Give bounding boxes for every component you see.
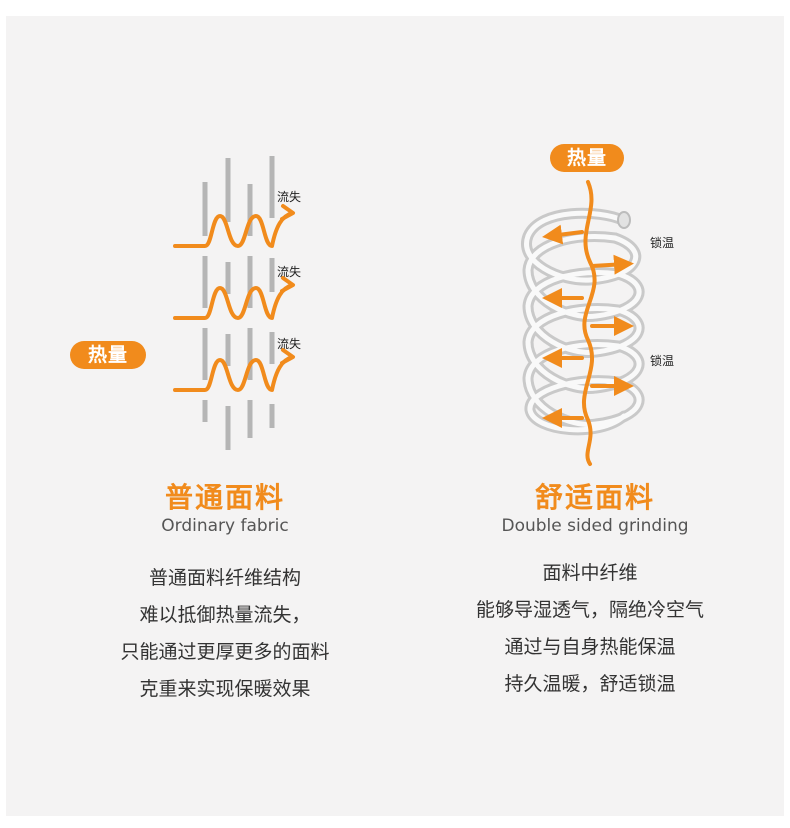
right-desc-line-3: 通过与自身热能保温 bbox=[504, 636, 676, 658]
heat-flow-arrows bbox=[173, 204, 295, 392]
left-subtitle: Ordinary fabric bbox=[161, 516, 289, 536]
right-desc-line-4: 持久温暖，舒适锁温 bbox=[504, 673, 676, 695]
fiber-strands bbox=[202, 156, 275, 450]
left-title: 普通面料 bbox=[164, 481, 285, 514]
loss-label-2: 流失 bbox=[277, 265, 302, 279]
right-title: 舒适面料 bbox=[534, 481, 655, 514]
heat-badge-left: 热量 bbox=[70, 341, 146, 369]
left-desc-line-1: 普通面料纤维结构 bbox=[148, 567, 301, 589]
loss-label-3: 流失 bbox=[277, 337, 302, 351]
right-subtitle: Double sided grinding bbox=[501, 516, 689, 536]
loss-label-1: 流失 bbox=[277, 190, 302, 204]
right-desc-line-1: 面料中纤维 bbox=[542, 562, 638, 584]
left-desc-line-3: 只能通过更厚更多的面料 bbox=[120, 641, 330, 663]
lock-label-1: 锁温 bbox=[650, 236, 675, 250]
lock-label-2: 锁温 bbox=[650, 354, 675, 368]
right-desc-line-2: 能够导湿透气，隔绝冷空气 bbox=[475, 599, 704, 621]
heat-badge-right: 热量 bbox=[550, 144, 624, 172]
coil-end bbox=[617, 211, 631, 229]
right-description: 面料中纤维 能够导湿透气，隔绝冷空气 通过与自身热能保温 持久温暖，舒适锁温 bbox=[430, 555, 750, 703]
content-card bbox=[6, 16, 784, 816]
left-desc-line-4: 克重来实现保暖效果 bbox=[139, 678, 311, 700]
heat-lock-arrows bbox=[542, 180, 634, 466]
left-description: 普通面料纤维结构 难以抵御热量流失， 只能通过更厚更多的面料 克重来实现保暖效果 bbox=[80, 560, 370, 708]
left-desc-line-2: 难以抵御热量流失， bbox=[139, 604, 311, 626]
